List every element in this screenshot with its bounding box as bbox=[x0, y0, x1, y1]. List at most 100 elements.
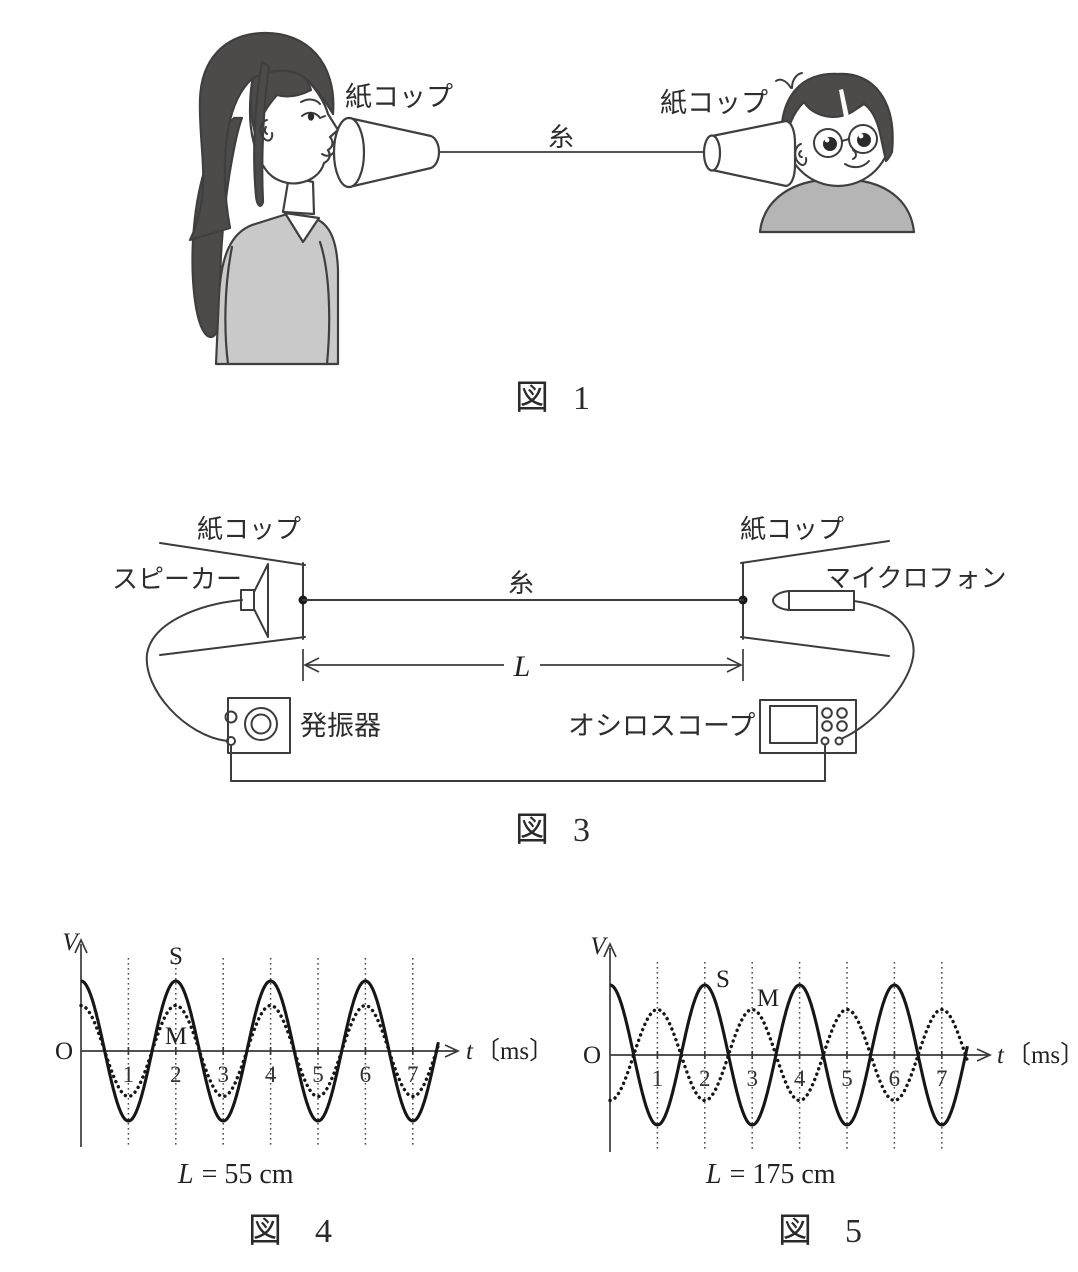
oscillator-terminal bbox=[226, 736, 236, 746]
microphone-wire bbox=[842, 600, 915, 739]
figure5-tick-label-3: 3 bbox=[746, 1066, 758, 1091]
boy-glasses-left-lens bbox=[813, 128, 843, 158]
oscilloscope-device bbox=[759, 699, 857, 754]
figure4-series-s-label: S bbox=[169, 943, 183, 970]
girl-eye bbox=[301, 111, 326, 119]
figure4-tick-label-7: 7 bbox=[407, 1062, 419, 1087]
figure3-length-label: L bbox=[513, 650, 531, 683]
oscilloscope-terminal-1 bbox=[820, 736, 830, 746]
figure3-microphone-label: マイクロフォン bbox=[825, 564, 1006, 593]
boy-mouth bbox=[844, 160, 870, 169]
speaker-cone bbox=[253, 563, 269, 638]
figure1-cup-right-label: 紙コップ bbox=[660, 88, 768, 118]
boy-illustration bbox=[758, 72, 916, 234]
fig3-cup-left-top bbox=[159, 542, 306, 566]
figure3-speaker-label: スピーカー bbox=[112, 565, 242, 594]
girl-collar bbox=[283, 211, 321, 244]
figure3-string-label: 糸 bbox=[508, 569, 534, 598]
figure4-x-axis-label: t〔ms〕 bbox=[466, 1037, 554, 1065]
boy-hair bbox=[780, 72, 894, 163]
oscilloscope-terminal-2 bbox=[834, 736, 844, 746]
figure5-wave-M bbox=[608, 1007, 970, 1103]
boy-hair-part bbox=[839, 89, 851, 128]
instrument-connection-wire bbox=[230, 744, 826, 782]
girl-jacket-arm-seam bbox=[318, 240, 331, 366]
oscillator-box bbox=[227, 697, 291, 754]
speaker-wire bbox=[145, 599, 243, 742]
figure1-string-label: 糸 bbox=[548, 123, 574, 152]
dimension-arrow-left bbox=[303, 657, 320, 673]
figure5-tick-label-4: 4 bbox=[794, 1066, 806, 1091]
figure5-origin-label: O bbox=[583, 1042, 601, 1069]
oscillator-dial-outer bbox=[244, 707, 278, 741]
dimension-arrow-right bbox=[726, 657, 743, 673]
figure5-t-axis-arrow bbox=[976, 1048, 993, 1062]
girl-jacket bbox=[214, 212, 340, 366]
boy-right-eye-highlight bbox=[858, 133, 864, 139]
figure3-cup-left-label: 紙コップ bbox=[197, 515, 301, 544]
speaker-icon bbox=[240, 563, 269, 638]
boy-ear bbox=[794, 143, 808, 167]
figure4-t-axis-arrow bbox=[444, 1044, 461, 1058]
oscilloscope-knob-2 bbox=[836, 707, 848, 719]
girl-pupil bbox=[307, 112, 315, 121]
cup-left-opening bbox=[332, 116, 366, 189]
boy-hair-tuft bbox=[775, 72, 803, 89]
paper-cup-left bbox=[332, 116, 441, 189]
microphone-cap bbox=[772, 590, 790, 611]
oscillator-device bbox=[224, 697, 291, 754]
fig3-cup-left-bottom bbox=[159, 636, 306, 656]
boy-glasses-bridge bbox=[841, 138, 850, 142]
figure4-tick-label-4: 4 bbox=[265, 1062, 277, 1087]
oscilloscope-knob-3 bbox=[821, 720, 833, 732]
figure5-wave-S bbox=[609, 983, 969, 1127]
figure5-y-axis-label: V bbox=[590, 933, 608, 960]
figure5-length-annotation: L= 175 cm bbox=[705, 1159, 836, 1190]
figure4-tick-label-5: 5 bbox=[312, 1062, 324, 1087]
figure1-cup-left-label: 紙コップ bbox=[345, 82, 453, 112]
length-dimension: L bbox=[302, 649, 744, 683]
figure5-series-s-label: S bbox=[716, 966, 730, 993]
microphone-icon bbox=[772, 590, 855, 611]
fig3-cup-right bbox=[738, 540, 890, 657]
boy-nose bbox=[852, 149, 857, 160]
figure3-apparatus: L 紙コップ 紙コップ スピーカー 糸 マイクロフォン 発振器 オシロスコープ … bbox=[112, 515, 1006, 849]
microphone-body bbox=[788, 590, 855, 611]
boy-left-eye-highlight bbox=[824, 137, 830, 143]
girl-ear bbox=[259, 119, 274, 142]
figure3-oscillator-label: 発振器 bbox=[300, 711, 381, 741]
figure4-tick-label-3: 3 bbox=[217, 1062, 229, 1087]
figure5-tick-label-7: 7 bbox=[936, 1066, 948, 1091]
oscilloscope-screen bbox=[769, 705, 818, 744]
oscilloscope-knob-4 bbox=[836, 720, 848, 732]
figure5-v-axis-arrow bbox=[603, 941, 617, 958]
figure4-tick-label-6: 6 bbox=[360, 1062, 372, 1087]
oscillator-small-knob bbox=[224, 710, 238, 724]
cup-right-body bbox=[710, 119, 797, 188]
figure4-tick-label-2: 2 bbox=[170, 1062, 182, 1087]
oscillator-dial-inner bbox=[250, 713, 272, 735]
figure5-x-axis-label: t〔ms〕 bbox=[997, 1041, 1078, 1069]
figure3-cup-right-label: 紙コップ bbox=[740, 515, 844, 544]
figure4-wave-M bbox=[79, 1003, 441, 1099]
figure4-v-axis-arrow bbox=[74, 937, 88, 954]
figure5-series-m-label: M bbox=[757, 985, 779, 1012]
fig3-cup-left bbox=[159, 542, 308, 656]
figure4-origin-label: O bbox=[55, 1038, 73, 1065]
fig3-cup-right-bottom bbox=[740, 636, 890, 657]
girl-illustration bbox=[188, 31, 340, 366]
fig3-cup-right-top bbox=[740, 540, 890, 564]
girl-jacket-back-seam bbox=[224, 245, 234, 366]
figure4-series-m-label: M bbox=[165, 1023, 187, 1050]
figure5-tick-label-5: 5 bbox=[841, 1066, 853, 1091]
figure5-tick-label-2: 2 bbox=[699, 1066, 711, 1091]
figure4-y-axis-label: V bbox=[62, 929, 80, 956]
